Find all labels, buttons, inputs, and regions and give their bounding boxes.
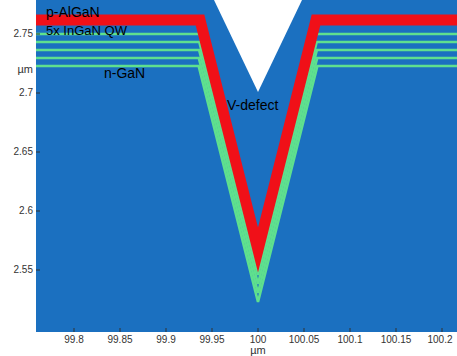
feature-label: V-defect [227,98,278,112]
axis-tick-label: 100.15 [381,335,412,345]
axis-unit: µm [250,345,266,356]
axis-tick-label: 99.8 [64,335,83,345]
axis-ticks [36,34,442,332]
layer-label: p-AlGaN [46,5,100,19]
gan-ground [36,0,457,332]
quantum-wells [36,34,457,302]
axis-unit: µm [17,64,33,75]
axis-tick-label: 100 [250,335,267,345]
axis-tick-label: 2.75 [14,29,33,39]
layer-label: 5x InGaN QW [46,24,127,37]
axis-tick-label: 100.1 [337,335,362,345]
axis-tick-label: 99.85 [107,335,132,345]
axis-tick-label: 2.7 [19,88,33,98]
axis-tick-label: 99.9 [156,335,175,345]
axis-tick-label: 2.55 [14,265,33,275]
layer-label: n-GaN [104,66,145,80]
axis-tick-label: 100.05 [289,335,320,345]
axis-tick-label: 2.65 [14,147,33,157]
axis-tick-label: 99.95 [199,335,224,345]
v-pit-opening [214,0,302,92]
axis-tick-label: 100.2 [427,335,452,345]
axis-tick-label: 2.6 [19,206,33,216]
